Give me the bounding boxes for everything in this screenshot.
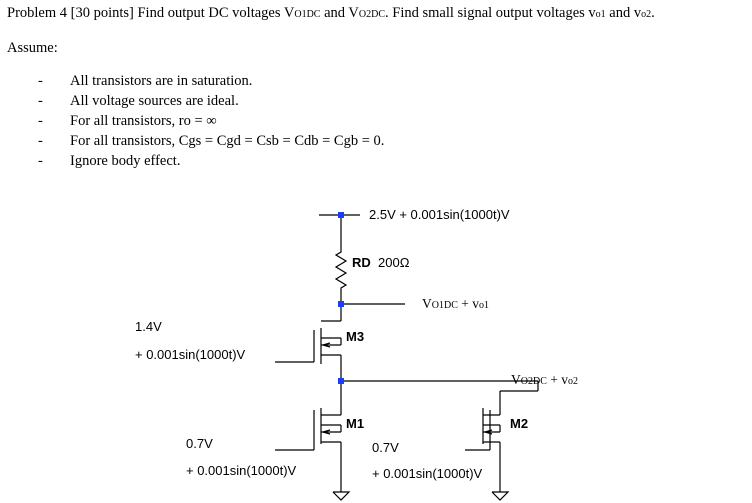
- m3-label: M3: [346, 329, 365, 344]
- m3-gate-dc: 1.4V: [135, 319, 162, 334]
- m1-ground: [332, 491, 351, 501]
- out1-label: VO1DC + vo1: [422, 296, 489, 311]
- problem-statement: Problem 4 [30 points] Find output DC vol…: [7, 5, 655, 21]
- m2-ground: [491, 491, 510, 501]
- node-dots: [338, 212, 344, 384]
- m2-label: M2: [510, 416, 529, 431]
- m3-gate-ac: + 0.001sin(1000t)V: [135, 347, 246, 362]
- m1-label: M1: [346, 416, 365, 431]
- m1-gate-dc: 0.7V: [186, 436, 213, 451]
- m2-arrow: [482, 429, 493, 435]
- m1-gate-ac: + 0.001sin(1000t)V: [186, 463, 297, 478]
- assume-heading: Assume:: [7, 40, 58, 56]
- node-dot: [338, 378, 344, 384]
- m3-arrow: [320, 342, 331, 348]
- vdd-label: 2.5V + 0.001sin(1000t)V: [369, 207, 510, 222]
- m2-gate-ac: + 0.001sin(1000t)V: [372, 466, 483, 481]
- rd-name: RD: [352, 255, 371, 270]
- rd-resistor: [334, 245, 348, 304]
- node-dot: [338, 212, 344, 218]
- out2-label: VO2DC + vo2: [511, 372, 578, 387]
- rd-value: 200Ω: [378, 255, 410, 270]
- m2-gate-dc: 0.7V: [372, 440, 399, 455]
- m1-arrow: [320, 429, 331, 435]
- node-dot: [338, 301, 344, 307]
